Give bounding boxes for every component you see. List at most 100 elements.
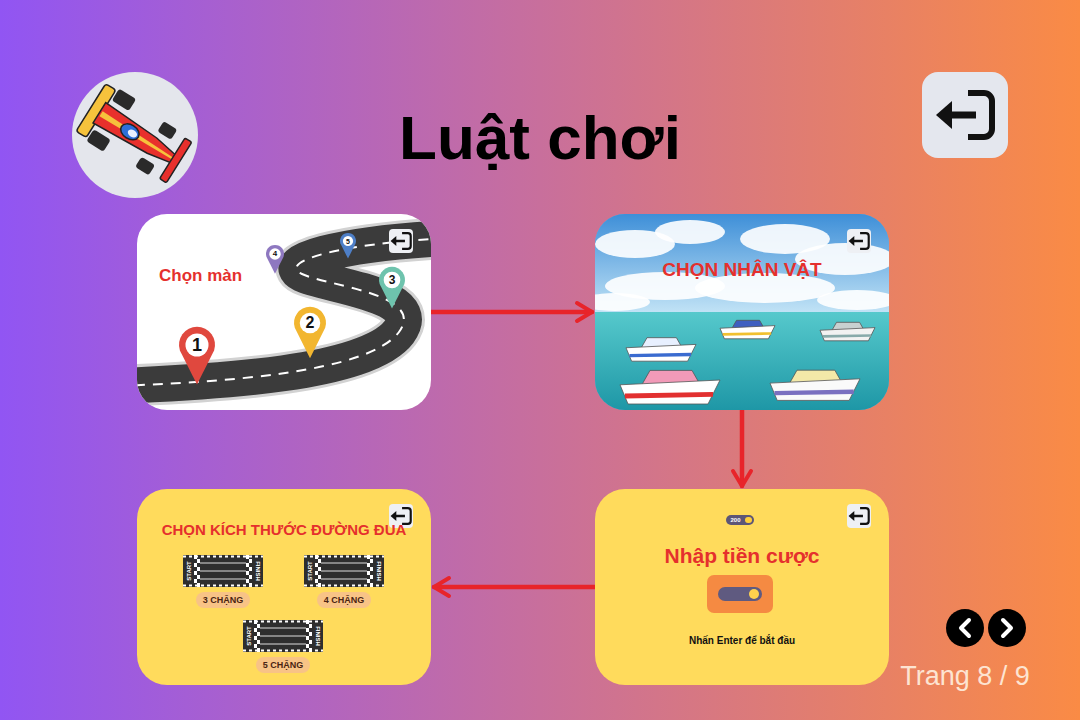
icon-tile (922, 72, 1008, 158)
option-pill: 4 CHẶNG (317, 592, 372, 608)
boat-trim (723, 332, 771, 336)
checker-square (246, 555, 249, 559)
checker-square (370, 583, 373, 587)
checker-square (249, 559, 252, 563)
map-pin (340, 233, 356, 259)
pin-number: 3 (389, 274, 396, 286)
race-track (304, 555, 384, 587)
checker-square (254, 636, 257, 640)
nav-button (946, 609, 984, 647)
boat-hull (620, 380, 720, 404)
exit-icon (936, 93, 992, 137)
track-lane (200, 579, 246, 580)
track-surface (183, 555, 263, 587)
road-edge (137, 238, 431, 386)
exit-arrow-shaft (853, 240, 863, 243)
car-front-wing (160, 138, 192, 183)
boat-trim (630, 354, 692, 355)
checker-square (315, 571, 318, 575)
card-exit-button (847, 229, 871, 253)
track-end-label: START (186, 561, 192, 581)
exit-arrow-shaft (395, 515, 405, 518)
checker-square (246, 579, 249, 583)
track-lane (260, 628, 306, 629)
race-track (183, 555, 263, 587)
pin-hole (269, 248, 281, 260)
option-text: 3 CHẶNG (203, 595, 244, 605)
boat (820, 322, 875, 340)
boat (620, 370, 720, 404)
boat-trim (625, 394, 713, 396)
flow-arrow (431, 310, 592, 315)
pin-body (340, 233, 356, 259)
track-lane (321, 563, 367, 564)
car-wheel (157, 121, 177, 140)
race-car-icon (74, 81, 195, 189)
toggle-value: 200 (730, 517, 740, 524)
checker-square (318, 583, 321, 587)
card-illustration (137, 214, 431, 410)
map-pin (379, 267, 405, 309)
pin-number: 4 (273, 250, 277, 258)
checker-square (194, 555, 197, 559)
checker-square (254, 644, 257, 648)
exit-icon (391, 233, 411, 249)
road-centre-line (137, 238, 431, 386)
card-illustration (595, 214, 889, 410)
track-lane (321, 571, 367, 572)
option-text: 4 CHẶNG (324, 595, 365, 605)
track-surface (243, 620, 323, 652)
track-end-label: START (307, 561, 313, 581)
checker-square (306, 644, 309, 648)
exit-arrow-head (936, 101, 952, 129)
checker-square (370, 559, 373, 563)
exit-arrow-head (849, 236, 855, 246)
checker-square (197, 559, 200, 563)
boat-hull (626, 344, 696, 361)
exit-button (922, 72, 1008, 158)
car-stripe (99, 111, 175, 162)
track-lane (260, 636, 306, 637)
checker-square (194, 571, 197, 575)
cloud (817, 290, 889, 310)
nav-circle (988, 609, 1026, 647)
checker-square (367, 571, 370, 575)
exit-arrow-shaft (948, 112, 976, 119)
checker-square (194, 579, 197, 583)
icon-tile (847, 504, 871, 528)
toggle-pill: 200 (726, 515, 753, 526)
checker-square (315, 563, 318, 567)
checker-square (367, 579, 370, 583)
toggle-knob (745, 517, 752, 524)
screen-title: CHỌN NHÂN VẬT (662, 259, 821, 281)
pin-hole (185, 333, 208, 356)
checker-square (257, 648, 260, 652)
screen-card: CHỌN NHÂN VẬT (595, 214, 889, 410)
boat-hull (720, 326, 775, 339)
option-pill: 5 CHẶNG (256, 657, 311, 673)
boat-trim (775, 392, 854, 393)
card-exit-button (847, 504, 871, 528)
track-end-label: FINISH (376, 561, 382, 581)
pin-number: 5 (346, 238, 350, 245)
checker-square (249, 583, 252, 587)
nav-button (988, 609, 1026, 647)
track-lane (200, 563, 246, 564)
checker-square (318, 567, 321, 571)
checker-square (318, 575, 321, 579)
checker-square (306, 636, 309, 640)
toggle-frame (707, 575, 773, 613)
track-lane (260, 644, 306, 645)
cloud (655, 220, 725, 244)
boat (626, 338, 696, 362)
nav-chevron (1003, 620, 1011, 636)
nav-circle (946, 609, 984, 647)
nav-chevron (961, 620, 969, 636)
track-lane (321, 579, 367, 580)
checker-square (306, 620, 309, 624)
page-title: Luật chơi (399, 101, 681, 175)
screen-title: Chọn màn (159, 266, 242, 286)
flow-arrow (740, 410, 745, 486)
checker-square (197, 575, 200, 579)
